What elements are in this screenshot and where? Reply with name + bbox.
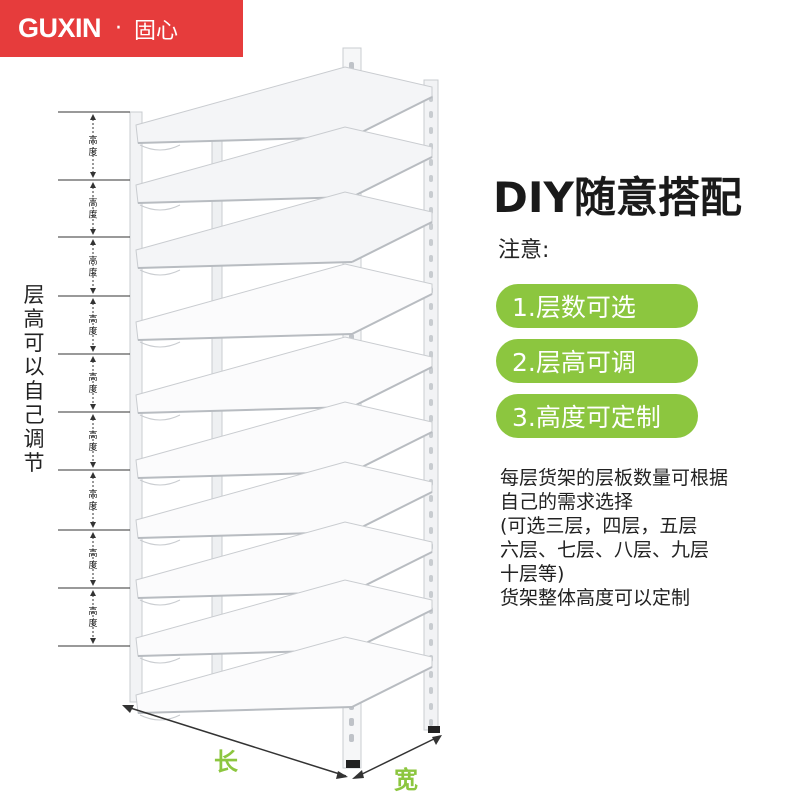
- logo-brand-text: GUXIN: [18, 13, 102, 43]
- height-marker-label: 度: [88, 559, 97, 571]
- height-marker-label: 高: [88, 488, 97, 500]
- feature-badge-height: 2.层高可调: [496, 339, 698, 383]
- height-marker-label: 高: [88, 605, 97, 617]
- description-text: 每层货架的层板数量可根据 自己的需求选择 (可选三层，四层，五层 六层、七层、八…: [500, 466, 728, 610]
- brand-logo: GUXIN · 固心: [0, 0, 243, 57]
- height-marker: 高度: [58, 179, 130, 235]
- height-marker-label: 度: [88, 441, 97, 453]
- length-dimension-line: [123, 705, 347, 777]
- description-line: 自己的需求选择: [500, 491, 634, 513]
- shelf-panel: [135, 636, 433, 721]
- description-line: (可选三层，四层，五层: [500, 515, 698, 537]
- height-marker: 高度: [58, 529, 130, 586]
- shelf-panel: [135, 263, 433, 348]
- height-marker-label: 度: [88, 267, 97, 279]
- height-marker: 高度: [58, 295, 130, 352]
- white-metal-shelving-rack-icon: [129, 47, 440, 769]
- adjustable-height-vertical-label: 层高 可以 自己 调节: [23, 283, 45, 475]
- height-marker-label: 高: [88, 547, 97, 559]
- height-marker-label: 度: [88, 500, 97, 512]
- description-line: 每层货架的层板数量可根据: [500, 467, 729, 489]
- width-dimension-line: [353, 735, 441, 779]
- description-line: 货架整体高度可以定制: [500, 587, 691, 609]
- height-marker-label: 高: [88, 255, 97, 267]
- height-marker-label: 度: [88, 383, 97, 395]
- feature-badge-layers: 1.层数可选: [496, 284, 698, 328]
- shelf-panel: [135, 336, 433, 421]
- length-label: 长: [214, 748, 238, 776]
- logo-chinese-text: 固心: [134, 18, 179, 44]
- description-line: 十层等): [500, 563, 565, 585]
- height-marker-label: 高: [88, 134, 97, 146]
- height-marker: 高度: [58, 469, 130, 528]
- height-marker: 高度: [58, 587, 130, 644]
- note-label: 注意:: [498, 238, 550, 263]
- shelf-panel: [135, 126, 433, 211]
- height-marker-label: 高: [88, 313, 97, 325]
- page-title: DIY随意搭配: [493, 173, 742, 222]
- height-marker: 高度: [58, 236, 130, 294]
- height-marker: 高度: [58, 111, 130, 178]
- logo-separator: ·: [115, 16, 123, 41]
- height-marker-label: 高: [88, 197, 97, 209]
- description-line: 六层、七层、八层、九层: [500, 539, 710, 561]
- shelf-panel: [135, 191, 433, 276]
- height-marker-label: 度: [88, 617, 97, 629]
- height-marker: 高度: [58, 353, 130, 410]
- feature-badge-custom: 3.高度可定制: [496, 394, 698, 438]
- height-marker-label: 度: [88, 325, 97, 337]
- height-marker: 高度: [58, 411, 130, 468]
- height-marker-label: 高: [88, 429, 97, 441]
- height-marker-label: 度: [88, 146, 97, 158]
- dimension-arrows: [122, 705, 442, 779]
- height-marker-label: 高: [88, 371, 97, 383]
- width-label: 宽: [394, 766, 418, 794]
- height-marker-label: 度: [88, 209, 97, 221]
